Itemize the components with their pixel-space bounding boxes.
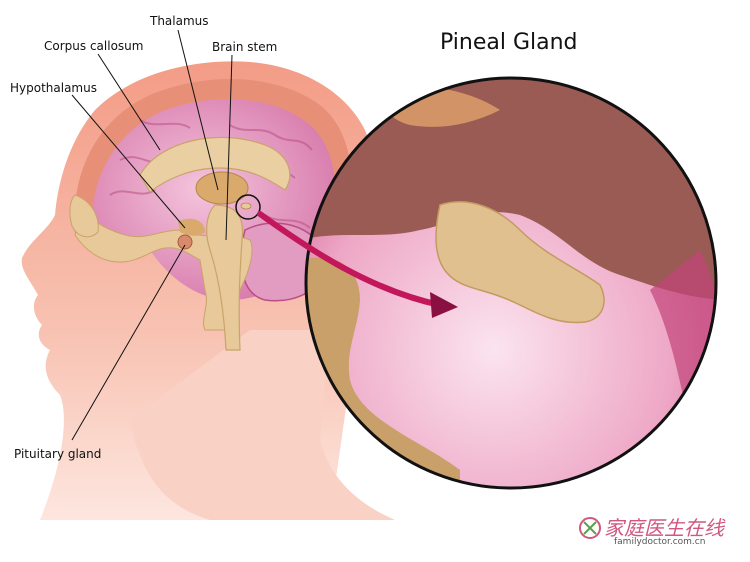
label-brain-stem: Brain stem <box>212 40 278 54</box>
brain-stem-shape <box>206 204 244 351</box>
watermark-url: familydoctor.com.cn <box>614 537 706 547</box>
thalamus-shape <box>195 171 249 205</box>
hypothalamus-shape <box>178 218 205 236</box>
label-pituitary-gland: Pituitary gland <box>14 447 102 461</box>
leader-lines <box>71 29 233 441</box>
neck-shoulder <box>130 330 395 520</box>
pituitary-shape <box>177 234 193 250</box>
magnified-lens-rim <box>304 76 718 490</box>
watermark-logo-icon <box>579 517 601 539</box>
diagram-title: Pineal Gland <box>440 30 578 55</box>
corpus-callosum-shape <box>139 136 291 193</box>
watermark-text: 家庭医生在线 <box>604 516 724 540</box>
label-corpus-callosum: Corpus callosum <box>44 39 144 53</box>
label-hypothalamus: Hypothalamus <box>10 81 97 95</box>
pineal-marker-circle <box>235 194 261 220</box>
label-thalamus: Thalamus <box>150 14 209 28</box>
arrowhead <box>430 292 458 318</box>
pointer-arrow <box>257 211 443 308</box>
jaw-bone <box>69 194 99 238</box>
